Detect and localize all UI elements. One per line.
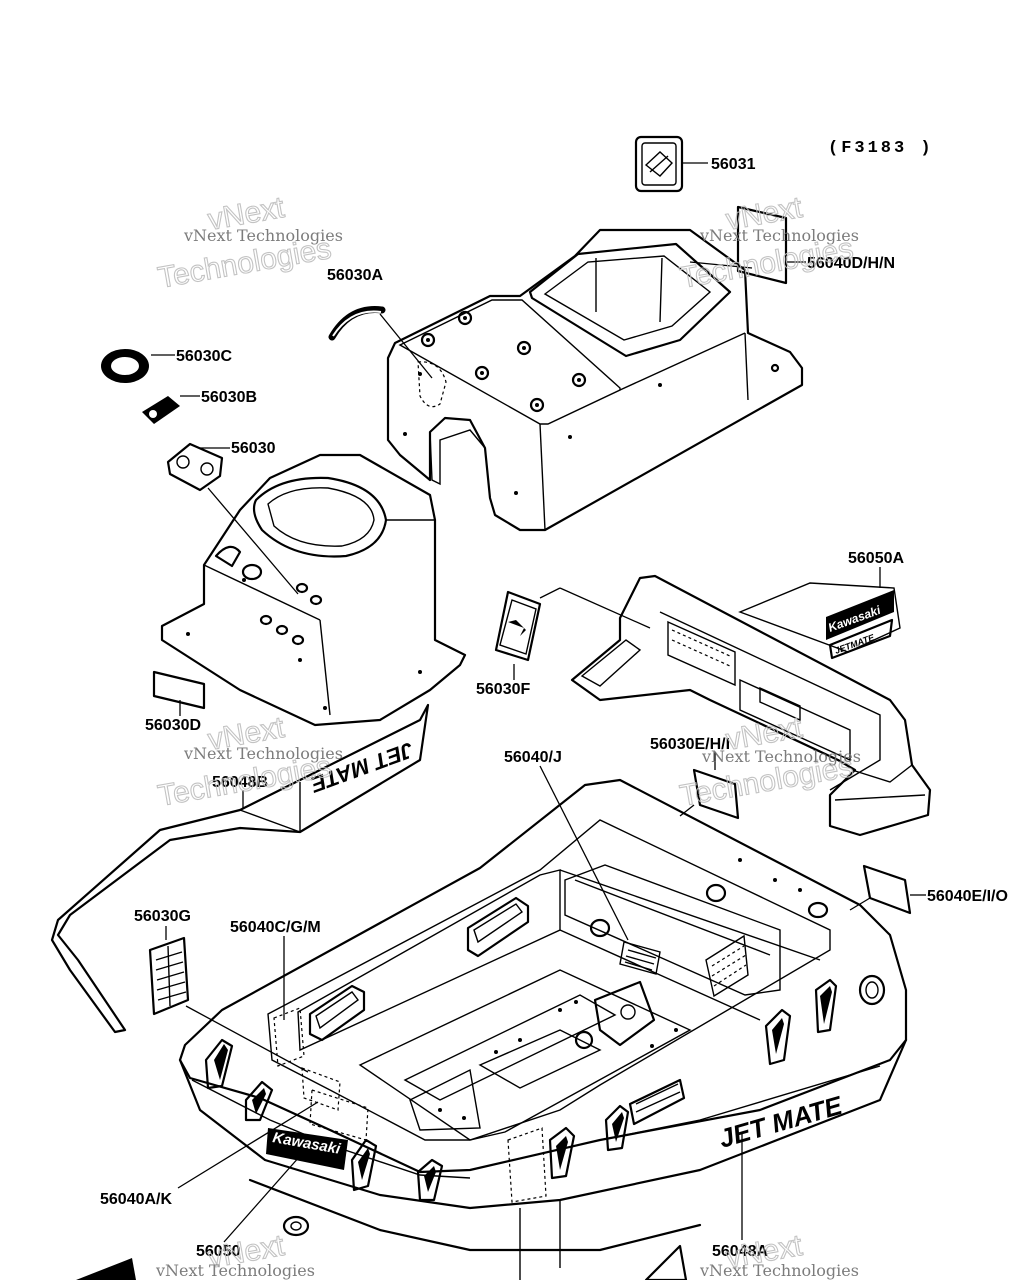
svg-text:vNext Technologies: vNext Technologies bbox=[155, 1261, 315, 1280]
label-56030: 56030 bbox=[231, 440, 276, 457]
svg-text:vNext Technologies: vNext Technologies bbox=[699, 1261, 859, 1280]
label-56050A: 56050A bbox=[848, 550, 904, 567]
label-56040AK: 56040A/K bbox=[100, 1191, 172, 1208]
watermark-bottom-left: vNext vNext Technologies bbox=[155, 1228, 315, 1280]
jet-mate-side-decal: JET MATE bbox=[715, 1090, 846, 1154]
watermark-bottom-right: vNext vNext Technologies bbox=[699, 1228, 859, 1280]
part-56031-decal bbox=[634, 135, 708, 193]
part-56030EHI-decal bbox=[679, 752, 740, 820]
label-56030A: 56030A bbox=[327, 267, 383, 284]
svg-text:vNext Technologies: vNext Technologies bbox=[183, 744, 343, 763]
watermark-mid-right: vNext Technologies vNext Technologies bbox=[677, 710, 861, 813]
part-56030C-ring bbox=[101, 349, 175, 383]
label-56030EHI: 56030E/H/I bbox=[650, 736, 730, 753]
part-56050A-decal: Kawasaki JETMATE bbox=[738, 567, 901, 660]
part-56030D-decal bbox=[152, 670, 206, 716]
label-56040EIO: 56040E/I/O bbox=[927, 888, 1008, 905]
label-56048A: 56048A bbox=[712, 1243, 768, 1260]
label-56050: 56050 bbox=[196, 1243, 241, 1260]
watermark-top-left: vNext Technologies vNext Technologies bbox=[155, 190, 343, 295]
rear-grip-bar bbox=[570, 574, 932, 837]
part-56030G-decal bbox=[148, 926, 309, 1073]
part-56030A-hose bbox=[328, 306, 433, 379]
label-56040CGM: 56040C/G/M bbox=[230, 919, 321, 936]
label-56030F: 56030F bbox=[476, 681, 530, 698]
part-56030-bracket bbox=[166, 442, 299, 595]
label-56040DHN: 56040D/H/N bbox=[807, 255, 895, 272]
svg-text:vNext Technologies: vNext Technologies bbox=[183, 226, 343, 245]
label-56030C: 56030C bbox=[176, 348, 232, 365]
main-deck-hull: JET MATE Kawasaki bbox=[76, 778, 908, 1280]
lower-column-housing bbox=[160, 453, 467, 727]
svg-text:vNext Technologies: vNext Technologies bbox=[701, 747, 861, 766]
label-56030G: 56030G bbox=[134, 908, 191, 925]
label-56048B: 56048B bbox=[212, 774, 268, 791]
label-56031: 56031 bbox=[711, 156, 756, 173]
diagram-code: (F3183 ) bbox=[828, 139, 934, 158]
label-56030B: 56030B bbox=[201, 389, 257, 406]
part-56030F-decal bbox=[494, 587, 651, 680]
upper-hatch-cover bbox=[386, 228, 804, 532]
label-56040J: 56040/J bbox=[504, 749, 562, 766]
watermark-top-right: vNext Technologies vNext Technologies bbox=[677, 190, 859, 295]
part-56030B-clip bbox=[142, 395, 200, 424]
label-56030D: 56030D bbox=[145, 717, 201, 734]
svg-text:vNext Technologies: vNext Technologies bbox=[699, 226, 859, 245]
